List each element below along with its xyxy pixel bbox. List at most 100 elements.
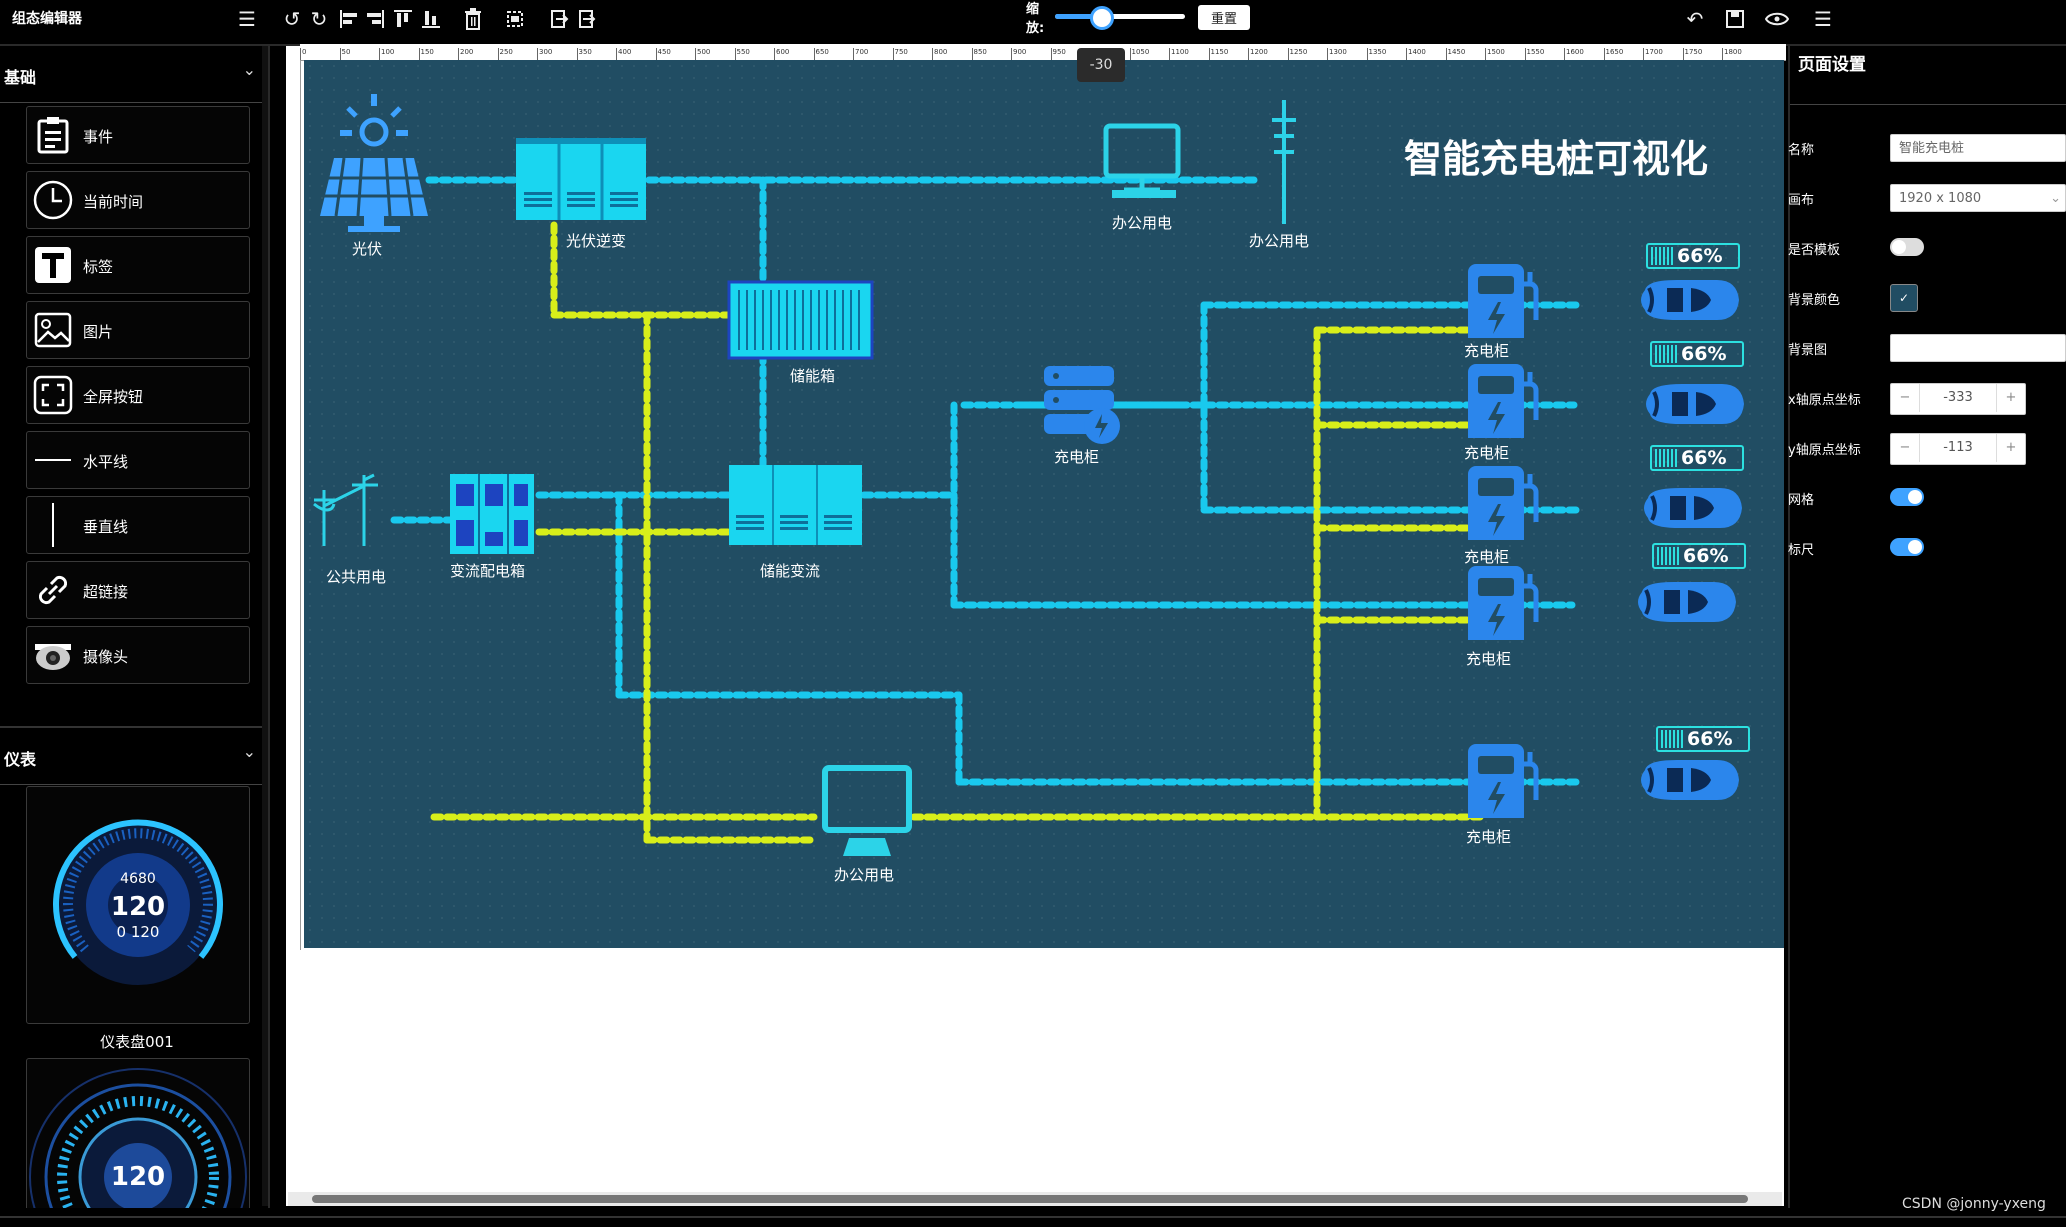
ruler-tick: 150 [418, 48, 434, 60]
basic-section-title: 基础 [4, 68, 37, 87]
label-charger-3: 充电柜 [1464, 548, 1510, 566]
plus-icon[interactable]: + [1996, 434, 2025, 462]
gauge-section-header[interactable]: 仪表 ⌄ [0, 726, 268, 785]
component-event[interactable]: 事件 [26, 106, 250, 164]
component-label: 图片 [83, 323, 114, 341]
sidebar-scrollbar[interactable] [262, 46, 268, 1206]
ruler-tick: 0 [300, 48, 306, 60]
template-label: 是否模板 [1788, 243, 1841, 258]
ruler-tick: 450 [655, 48, 671, 60]
ruler-tick: 1300 [1327, 48, 1347, 60]
battery-indicator: 66% [1652, 543, 1746, 569]
bg-image-input[interactable] [1890, 334, 2066, 362]
component-label: 超链接 [83, 583, 129, 601]
chevron-down-icon[interactable]: ⌄ [242, 60, 256, 79]
plus-icon[interactable]: + [1996, 384, 2025, 412]
redo-icon[interactable]: ↻ [310, 7, 328, 31]
ruler-tick: 1800 [1722, 48, 1742, 60]
ac-cabinet-icon [450, 474, 534, 554]
y-origin-stepper[interactable]: −-113+ [1890, 433, 2026, 465]
ruler-toggle[interactable] [1890, 538, 1924, 556]
label-charger-5: 充电柜 [1466, 828, 1512, 846]
component-text-label[interactable]: 标签 [26, 236, 250, 294]
ruler-tick: 400 [616, 48, 631, 60]
minus-icon[interactable]: − [1891, 434, 1920, 462]
gauge-card-002[interactable]: 120 [26, 1058, 250, 1208]
ruler-tick: 800 [932, 48, 947, 60]
power-pole-icon [1272, 100, 1296, 224]
panel-divider [1790, 104, 2066, 105]
delete-icon[interactable] [460, 6, 486, 32]
grid-label: 网格 [1788, 493, 1815, 508]
component-vertical-line[interactable]: 垂直线 [26, 496, 250, 554]
ruler-tick: 1500 [1485, 48, 1505, 60]
preview-eye-icon[interactable] [1764, 6, 1790, 32]
name-label: 名称 [1788, 143, 1815, 158]
horizontal-scrollbar-thumb[interactable] [312, 1195, 1748, 1203]
clock-icon [32, 179, 74, 221]
ruler-tick: 1550 [1524, 48, 1544, 60]
label-charger-1: 充电柜 [1464, 342, 1510, 360]
template-toggle[interactable] [1890, 238, 1924, 256]
ruler-tick: 850 [971, 48, 987, 60]
x-origin-stepper[interactable]: −-333+ [1890, 383, 2026, 415]
ruler-tick: 1050 [1129, 48, 1149, 60]
panel-title: 页面设置 [1798, 55, 1866, 75]
watermark: CSDN @jonny-yxeng [1902, 1196, 2046, 1212]
minus-icon[interactable]: − [1891, 384, 1920, 412]
component-camera[interactable]: 摄像头 [26, 626, 250, 684]
ruler-tick: 200 [458, 48, 473, 60]
align-top-icon[interactable] [390, 6, 416, 32]
hline-icon [32, 439, 74, 481]
align-left-icon[interactable] [336, 6, 362, 32]
basic-section-header[interactable]: 基础 ⌄ [0, 46, 268, 103]
ruler-tick: 350 [576, 48, 592, 60]
battery-indicator: 66% [1650, 341, 1744, 367]
canvas-title[interactable]: 智能充电桩可视化 [1404, 137, 1709, 181]
ruler-tick: 750 [892, 48, 908, 60]
component-fullscreen-button[interactable]: 全屏按钮 [26, 366, 250, 424]
collapse-right-icon[interactable]: ☰ [1814, 7, 1832, 31]
zoom-slider-thumb[interactable] [1090, 6, 1114, 30]
zoom-tooltip: -30 [1077, 48, 1125, 82]
link-icon [32, 569, 74, 611]
canvas-size-select[interactable]: 1920 x 1080⌄ [1890, 184, 2066, 212]
component-sidebar: 基础 ⌄ 事件 当前时间 标签 图片 全屏按钮 水平线 垂直线 超链接 摄像头 … [0, 46, 270, 1208]
design-canvas[interactable]: 66% 66% 66% 66% 66% 光伏 光伏逆变 办公用电 办公用电 储能… [304, 60, 1784, 948]
undo-history-icon[interactable]: ↶ [1686, 7, 1704, 31]
name-input[interactable]: 智能充电桩 [1890, 134, 2066, 162]
undo-icon[interactable]: ↺ [283, 7, 301, 31]
canvas-size-label: 画布 [1788, 193, 1815, 208]
group-icon[interactable] [502, 6, 528, 32]
label-office-3: 办公用电 [834, 866, 895, 884]
ruler-tick: 1150 [1208, 48, 1228, 60]
ruler-tick: 1200 [1248, 48, 1268, 60]
component-horizontal-line[interactable]: 水平线 [26, 431, 250, 489]
label-storage-box: 储能箱 [790, 367, 836, 385]
import-icon[interactable] [546, 6, 572, 32]
chevron-down-icon[interactable]: ⌄ [242, 742, 256, 761]
text-icon [32, 244, 74, 286]
bg-color-picker[interactable]: ✓ [1890, 284, 1918, 312]
grid-toggle[interactable] [1890, 488, 1924, 506]
zoom-slider-track[interactable] [1055, 14, 1185, 19]
label-charger-hub: 充电柜 [1054, 448, 1100, 466]
align-bottom-icon[interactable] [418, 6, 444, 32]
component-image[interactable]: 图片 [26, 301, 250, 359]
charger-hub-icon [1044, 366, 1120, 444]
zoom-reset-button[interactable]: 重置 [1198, 5, 1250, 30]
align-right-icon[interactable] [362, 6, 388, 32]
component-hyperlink[interactable]: 超链接 [26, 561, 250, 619]
gauge-card-001[interactable]: 4680 120 0 120 [26, 786, 250, 1024]
ruler-tick: 500 [695, 48, 710, 60]
export-icon[interactable] [574, 6, 600, 32]
ruler-tick: 1400 [1406, 48, 1426, 60]
battery-indicator: 66% [1646, 243, 1740, 269]
gauge-002-value: 120 [111, 1162, 165, 1192]
image-icon [32, 309, 74, 351]
collapse-left-icon[interactable]: ☰ [238, 7, 256, 31]
component-current-time[interactable]: 当前时间 [26, 171, 250, 229]
battery-indicator: 66% [1650, 445, 1744, 471]
ruler-tick: 550 [734, 48, 750, 60]
save-icon[interactable] [1722, 6, 1748, 32]
